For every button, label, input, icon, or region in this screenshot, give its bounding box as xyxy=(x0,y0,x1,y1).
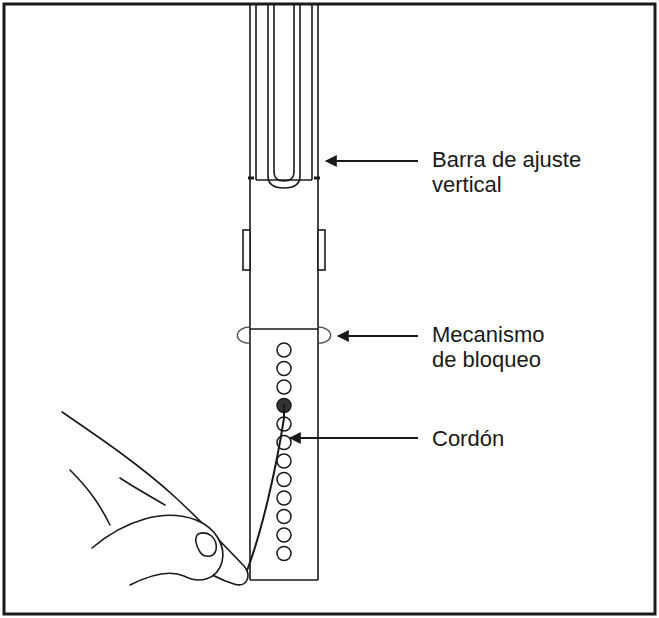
adjustment-rail xyxy=(248,5,320,580)
hole xyxy=(277,380,291,394)
hole xyxy=(277,491,291,505)
part-label: Barra de ajuste vertical xyxy=(432,147,592,197)
hole xyxy=(277,362,291,376)
hole xyxy=(277,454,291,468)
locking-mechanism xyxy=(237,327,330,343)
hand xyxy=(62,412,248,585)
frame xyxy=(4,4,655,614)
bracket xyxy=(243,230,325,270)
hole xyxy=(277,473,291,487)
hole xyxy=(277,528,291,542)
leader-arrows xyxy=(290,161,418,438)
cord xyxy=(238,404,284,584)
part-label: Mecanismo de bloqueo xyxy=(432,322,550,372)
hole xyxy=(277,343,291,357)
part-label: Cordón xyxy=(432,426,632,451)
hole xyxy=(277,547,291,561)
hole xyxy=(277,510,291,524)
